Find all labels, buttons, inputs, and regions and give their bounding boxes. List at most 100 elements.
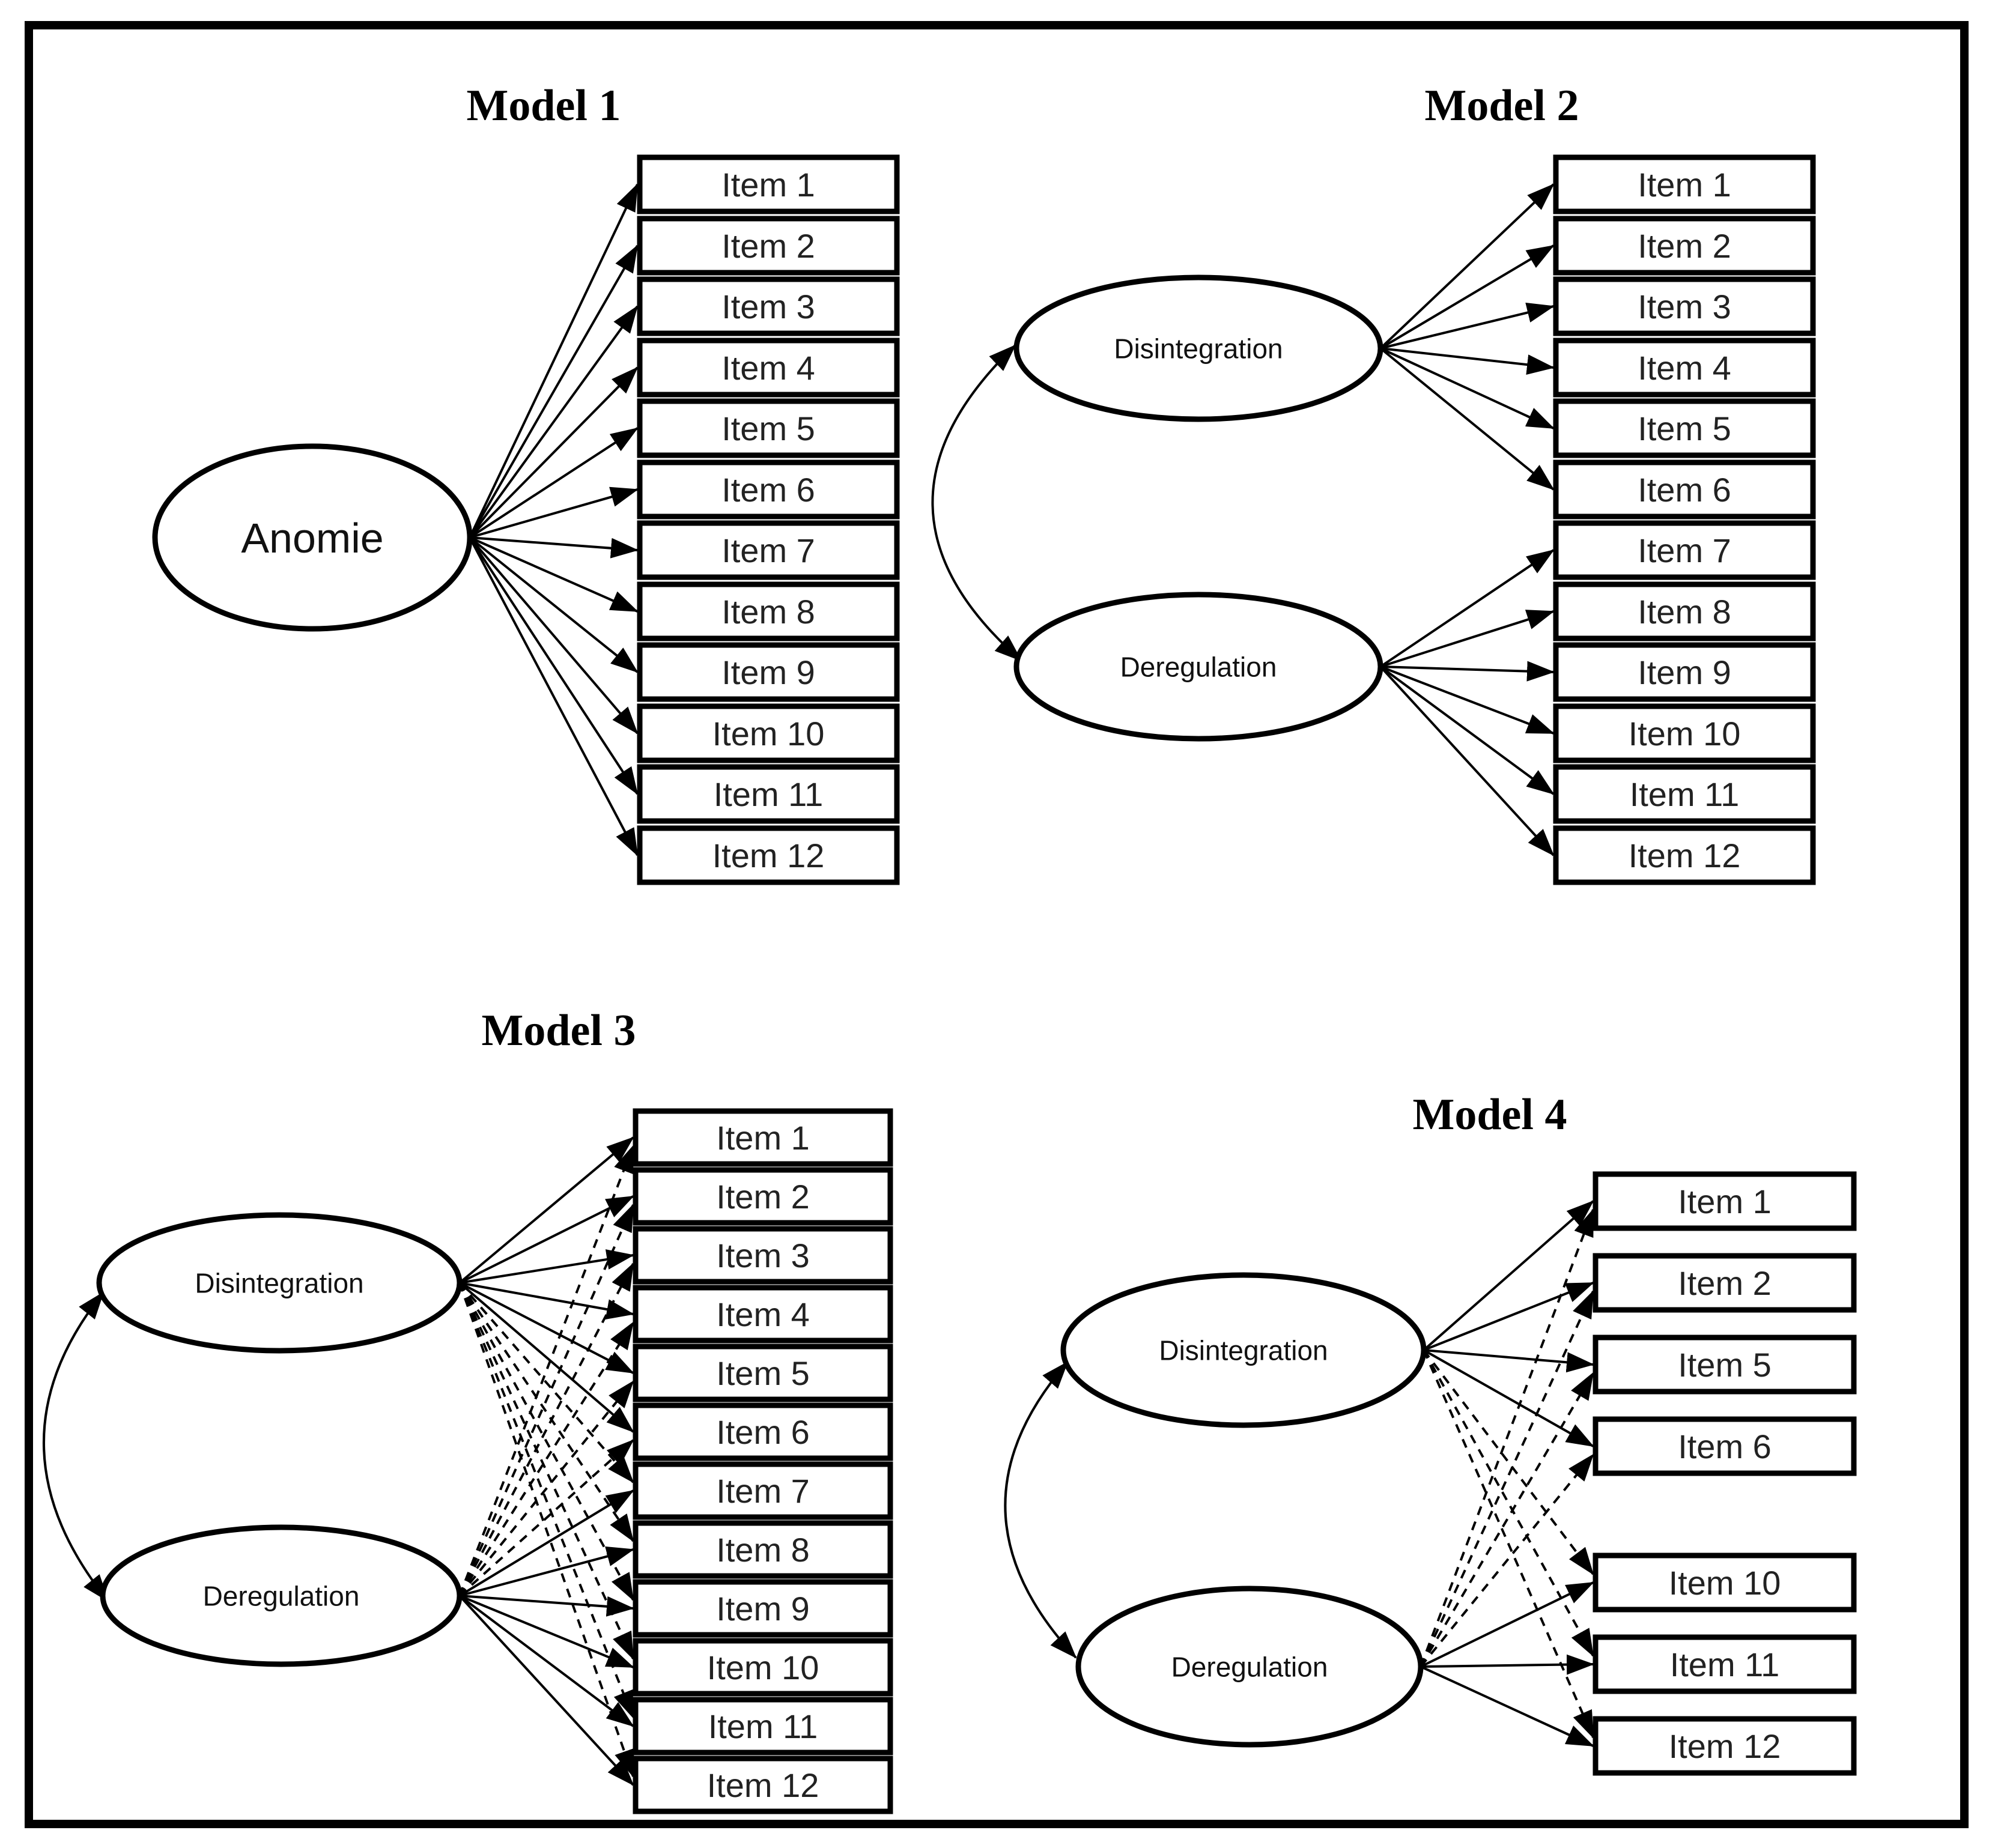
model-3-item-6-label: Item 6	[716, 1413, 810, 1451]
model-2-arrow-disintegration-item-3-solid	[1380, 302, 1555, 350]
model-2-item-7-label: Item 7	[1638, 532, 1731, 569]
model-1-item-1-label: Item 1	[721, 166, 815, 204]
model-2-item-6-label: Item 6	[1638, 471, 1731, 509]
model-1-arrow-anomie-item-4-solid	[469, 366, 639, 539]
model-3-arrow-deregulation-item-5-dashed	[458, 1380, 634, 1597]
model-3-arrow-disintegration-item-2-solid	[459, 1195, 634, 1284]
model-1-item-1-box	[637, 154, 900, 214]
model-2-arrow-disintegration-item-4-solid	[1380, 347, 1555, 375]
model-3-item-8-label: Item 8	[716, 1531, 810, 1569]
model-2-arrow-deregulation-item-12-solid	[1379, 665, 1555, 856]
model-2-factor-deregulation-ellipse	[1013, 592, 1383, 742]
model-2-arrow-deregulation-item-10-solid	[1380, 665, 1555, 735]
model-4-item-2-box	[1593, 1253, 1857, 1313]
model-1-arrow-anomie-item-8-solid	[469, 536, 639, 613]
model-3-item-7-label: Item 7	[716, 1472, 810, 1510]
model-2-item-6-box	[1553, 459, 1816, 520]
model-3-arrow-disintegration-item-5-solid	[459, 1282, 634, 1374]
model-3-arrow-deregulation-item-9-solid	[459, 1595, 634, 1617]
model-4-factor-deregulation-label: Deregulation	[1171, 1652, 1328, 1683]
model-2-item-4-box	[1553, 338, 1816, 398]
model-4-arrow-disintegration-item-2-solid	[1423, 1282, 1594, 1351]
model-2-item-9-box	[1553, 642, 1816, 702]
model-4-covariance-arrow	[1004, 1361, 1077, 1659]
model-2-item-5-label: Item 5	[1638, 410, 1731, 447]
model-2-item-2-box	[1553, 216, 1816, 276]
model-3-arrow-deregulation-item-3-dashed	[458, 1262, 634, 1596]
model-1-item-3-label: Item 3	[721, 288, 815, 326]
model-2-arrow-disintegration-item-1-solid	[1379, 183, 1555, 350]
model-1-item-4-box	[637, 338, 900, 398]
model-2-item-3-label: Item 3	[1638, 288, 1731, 326]
model-4-arrow-deregulation-item-11-solid	[1420, 1654, 1594, 1675]
model-2-title: Model 2	[1425, 81, 1579, 130]
model-2-arrow-disintegration-item-6-solid	[1379, 347, 1555, 491]
model-3-arrow-disintegration-item-8-dashed	[458, 1282, 634, 1542]
model-2-item-11-label: Item 11	[1630, 775, 1740, 813]
model-2-factor-deregulation-label: Deregulation	[1120, 652, 1277, 683]
model-2-item-3-box	[1553, 276, 1816, 336]
model-4-factor-deregulation-ellipse	[1075, 1586, 1424, 1748]
model-3-item-9-label: Item 9	[716, 1590, 810, 1628]
model-1-factor-anomie-ellipse	[152, 443, 473, 632]
model-3-arrow-disintegration-item-9-dashed	[458, 1282, 634, 1601]
model-1-item-8-label: Item 8	[721, 593, 815, 631]
model-2-item-12-label: Item 12	[1629, 837, 1741, 874]
model-3-item-2-box	[633, 1167, 893, 1226]
model-3-arrow-deregulation-item-11-solid	[458, 1595, 634, 1727]
model-2-arrow-deregulation-item-7-solid	[1379, 549, 1555, 668]
model-1-arrow-anomie-item-10-solid	[469, 536, 639, 735]
model-3-item-7-box	[633, 1461, 893, 1520]
model-1-factor-anomie-label: Anomie	[241, 515, 383, 562]
model-1-item-9-box	[637, 642, 900, 702]
model-1-item-3-box	[637, 276, 900, 336]
model-4-arrow-disintegration-item-11-dashed	[1423, 1350, 1594, 1657]
model-4-arrow-disintegration-item-6-solid	[1423, 1349, 1594, 1447]
model-4-item-10-label: Item 10	[1669, 1564, 1781, 1602]
model-1-arrow-anomie-item-1-solid	[469, 183, 639, 538]
model-3-item-4-box	[633, 1285, 893, 1344]
model-3-arrow-deregulation-item-6-dashed	[458, 1439, 634, 1597]
model-2-item-10-label: Item 10	[1629, 715, 1741, 753]
model-1-title: Model 1	[467, 81, 621, 130]
model-3-factor-deregulation-ellipse	[100, 1524, 463, 1667]
model-3-arrow-disintegration-item-1-solid	[458, 1136, 634, 1284]
model-2-item-10-box	[1553, 703, 1816, 763]
model-1-item-7-label: Item 7	[721, 532, 815, 569]
model-3-title: Model 3	[482, 1006, 636, 1055]
model-4-arrow-disintegration-item-5-solid	[1423, 1349, 1594, 1373]
model-3-item-12-box	[633, 1756, 893, 1814]
model-2-item-8-label: Item 8	[1638, 593, 1731, 631]
model-2-arrow-deregulation-item-9-solid	[1380, 661, 1555, 682]
model-4-arrow-disintegration-item-10-dashed	[1423, 1349, 1594, 1575]
model-3-factor-deregulation-label: Deregulation	[203, 1581, 360, 1612]
model-1-item-12-box	[637, 825, 900, 885]
model-3-item-5-label: Item 5	[716, 1354, 810, 1392]
model-2-item-1-box	[1553, 154, 1816, 214]
model-3-arrow-deregulation-item-4-dashed	[458, 1321, 634, 1597]
figure-border	[25, 21, 1969, 1828]
model-4-item-5-label: Item 5	[1678, 1346, 1772, 1384]
model-1-arrow-anomie-item-3-solid	[469, 305, 639, 539]
model-4-title: Model 4	[1413, 1090, 1567, 1139]
model-1-item-11-label: Item 11	[714, 775, 824, 813]
model-1-item-5-label: Item 5	[721, 410, 815, 447]
model-3-factor-disintegration-label: Disintegration	[195, 1268, 363, 1299]
model-2-item-12-box	[1553, 825, 1816, 885]
model-1-item-5-box	[637, 398, 900, 458]
model-4-item-12-label: Item 12	[1669, 1727, 1781, 1765]
model-3-item-2-label: Item 2	[716, 1178, 810, 1216]
model-2-covariance-arrow	[931, 344, 1022, 662]
model-3-item-10-box	[633, 1638, 893, 1697]
model-3-covariance-arrow	[43, 1291, 109, 1602]
model-2-item-7-box	[1553, 520, 1816, 580]
model-4-item-1-box	[1593, 1171, 1857, 1231]
model-3-arrow-disintegration-item-4-solid	[459, 1282, 634, 1319]
model-3-arrow-disintegration-item-3-solid	[459, 1249, 634, 1284]
model-2-arrow-deregulation-item-8-solid	[1380, 610, 1555, 668]
model-4-factor-disintegration-ellipse	[1060, 1272, 1427, 1428]
model-1-arrow-anomie-item-9-solid	[469, 536, 639, 673]
